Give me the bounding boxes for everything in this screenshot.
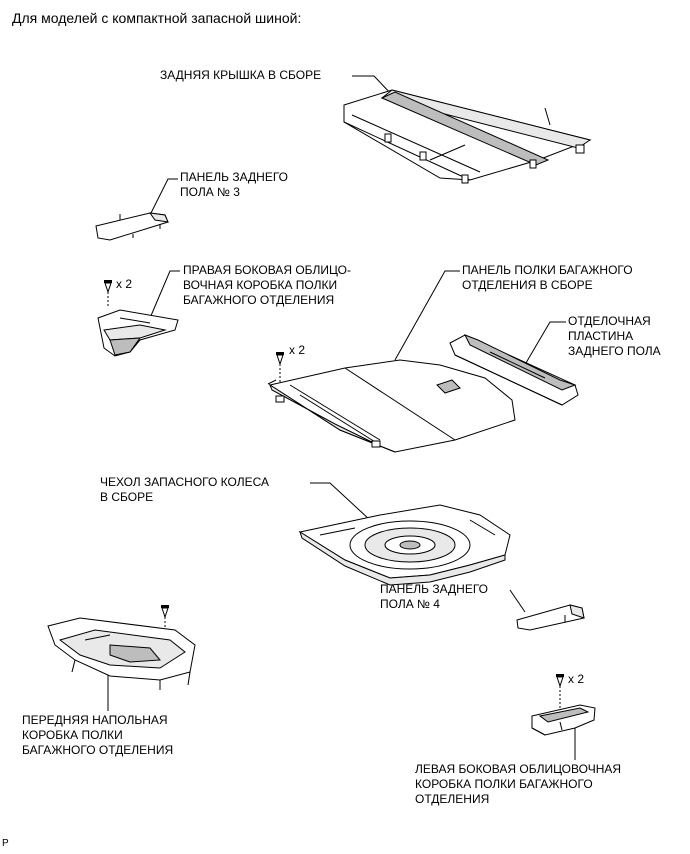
- label-right-side-box: ПРАВАЯ БОКОВАЯ ОБЛИЦО- ВОЧНАЯ КОРОБКА ПО…: [183, 263, 351, 307]
- screw-icon: [276, 352, 284, 384]
- rear-cover-part: [344, 90, 590, 183]
- leader-right-side-box: [150, 271, 180, 318]
- leader-rear-floor-panel-4: [510, 590, 525, 612]
- leader-deck-board: [395, 271, 460, 360]
- leader-spare-wheel-cover: [310, 483, 370, 520]
- quantity-left-side-box-clips: x 2: [568, 672, 585, 686]
- screw-icon: [556, 674, 564, 708]
- screw-icon: [161, 605, 169, 640]
- label-rear-floor-panel-4: ПАНЕЛЬ ЗАДНЕГО ПОЛА № 4: [380, 582, 488, 611]
- deck-board-part: [268, 360, 515, 452]
- rear-floor-panel-4-part: [517, 605, 584, 630]
- leader-lines: [108, 76, 575, 760]
- label-spare-wheel-cover: ЧЕХОЛ ЗАПАСНОГО КОЛЕСА В СБОРЕ: [100, 475, 269, 504]
- scuff-plate-part: [450, 335, 578, 405]
- label-rear-floor-panel-3: ПАНЕЛЬ ЗАДНЕГО ПОЛА № 3: [180, 170, 288, 199]
- label-rear-cover: ЗАДНЯЯ КРЫШКА В СБОРЕ: [160, 68, 322, 82]
- label-deck-board: ПАНЕЛЬ ПОЛКИ БАГАЖНОГО ОТДЕЛЕНИЯ В СБОРЕ: [462, 263, 633, 292]
- label-scuff-plate: ОТДЕЛОЧНАЯ ПЛАСТИНА ЗАДНЕГО ПОЛА: [568, 314, 661, 358]
- label-left-side-box: ЛЕВАЯ БОКОВАЯ ОБЛИЦОВОЧНАЯ КОРОБКА ПОЛКИ…: [415, 762, 622, 806]
- screw-icon: [104, 280, 112, 306]
- leader-rear-cover: [352, 76, 394, 97]
- left-side-box-part: [532, 705, 595, 735]
- front-floor-box-part: [48, 618, 195, 690]
- right-side-box-part: [98, 310, 178, 356]
- quantity-right-side-box-clips: x 2: [116, 277, 133, 291]
- leader-scuff-plate: [523, 322, 566, 368]
- quantity-deck-board-clips: x 2: [289, 343, 306, 357]
- figure-code: P: [2, 838, 9, 849]
- label-front-floor-box: ПЕРЕДНЯЯ НАПОЛЬНАЯ КОРОБКА ПОЛКИ БАГАЖНО…: [22, 713, 174, 757]
- spare-wheel-cover-part: [300, 505, 510, 585]
- rear-floor-panel-3-part: [96, 213, 168, 240]
- leader-rear-floor-panel-3: [150, 179, 178, 215]
- page-heading: Для моделей с компактной запасной шиной:: [12, 10, 302, 26]
